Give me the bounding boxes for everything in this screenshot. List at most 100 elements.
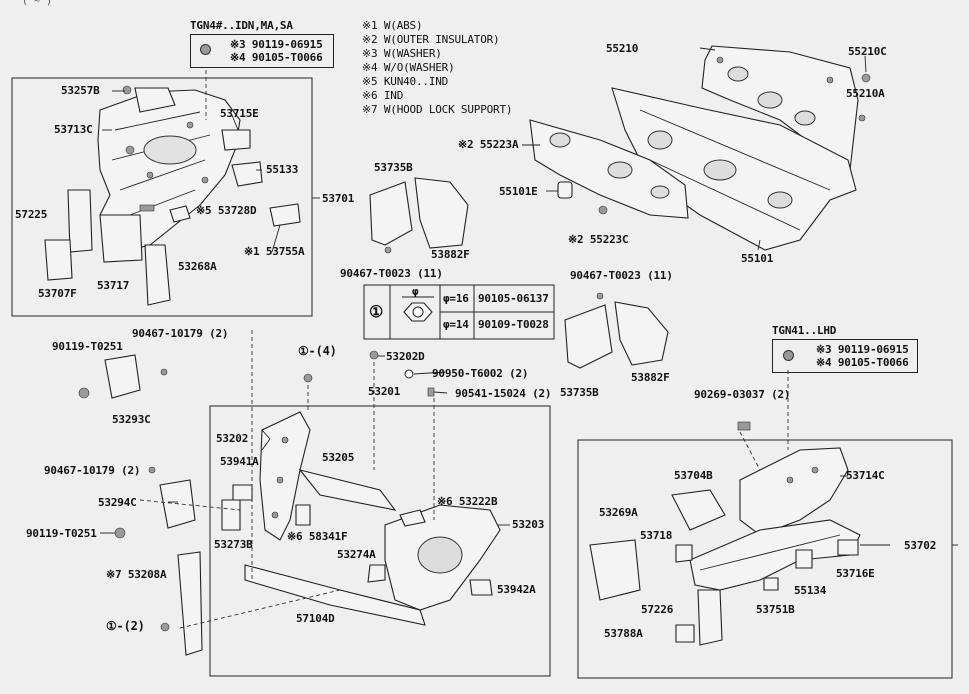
part-55223C [598,205,608,215]
part-53273B [221,499,241,531]
label-53208A: ※7 53208A [106,568,167,581]
label-1-2: ①-(2) [106,619,145,633]
label-53205: 53205 [322,451,355,464]
label-90269: 90269-03037 (2) [694,388,791,401]
dashed-lines [139,70,789,629]
label-53718: 53718 [640,529,673,542]
label-53714C: 53714C [846,469,885,482]
part-53293C [104,354,141,399]
bolt-box-lhd-line2: ※4 90105-T0066 [816,356,909,369]
label-53713C: 53713C [54,123,93,136]
part-53704B [671,489,726,531]
group-53701-frame [11,77,313,317]
label-53222B: ※6 53222B [437,495,498,508]
spec-table-phi: φ [412,285,419,298]
label-90467-T0023-a: 90467-T0023 (11) [340,267,443,280]
clip-90541 [427,387,435,397]
part-55134 [795,549,813,569]
group-53702-frame [577,439,953,679]
part-53941A [232,484,253,501]
label-53293C: 53293C [112,413,151,426]
part-53716E [837,539,859,556]
label-55101: 55101 [741,252,774,265]
part-53714C-apron [739,447,849,536]
label-55134: 55134 [794,584,827,597]
bolt-53202D [369,350,379,360]
washer-90950 [404,369,414,379]
part-53717 [99,214,143,263]
part-53702-lower [689,519,861,591]
part-55223A-insulator [529,119,689,219]
label-53755A: ※1 53755A [244,245,305,258]
label-90467-10179-b: 90467-10179 (2) [44,464,141,477]
part-53269A [589,539,641,601]
label-53941A: 53941A [220,455,259,468]
label-53273B: 53273B [214,538,253,551]
part-53942A [469,579,493,596]
label-53717: 53717 [97,279,130,292]
legend-6: ※6 IND [362,89,404,102]
part-53202-support-side [259,411,311,541]
part-55210C [861,73,871,83]
label-57226: 57226 [641,603,674,616]
part-55133 [231,161,263,187]
label-53202: 53202 [216,432,249,445]
part-53257B-clip [122,85,132,95]
legend-7: ※7 W(HOOD LOCK SUPPORT) [362,103,513,116]
label-53882F-mid: 53882F [631,371,670,384]
label-53201: 53201 [368,385,401,398]
label-55210A: 55210A [846,87,885,100]
part-53222B [399,509,426,527]
label-53882F-top: 53882F [431,248,470,261]
label-53257B: 53257B [61,84,100,97]
label-53735B-mid: 53735B [560,386,599,399]
part-53268A [144,244,171,306]
label-90119-T0251-b: 90119-T0251 [26,527,97,540]
part-53715E [221,129,251,151]
part-55101-dash-panel [611,87,857,251]
bolt-box-lhd-line1: ※3 90119-06915 [816,343,909,356]
legend-2: ※2 W(OUTER INSULATOR) [362,33,500,46]
part-53713C-apron [97,89,241,251]
legend-3: ※3 W(WASHER) [362,47,442,60]
label-53942A: 53942A [497,583,536,596]
top-cut-text: ( ~ ) [22,0,53,7]
part-53718 [675,544,693,563]
part-58341F [295,504,311,526]
label-53702: 53702 [904,539,937,552]
part-55210A [858,114,866,122]
label-53728D: ※5 53728D [196,204,257,217]
label-53704B: 53704B [674,469,713,482]
part-53882F-mid [614,301,669,366]
label-53269A: 53269A [599,506,638,519]
label-1-4: ①-(4) [298,344,337,358]
label-53707F: 53707F [38,287,77,300]
spec-row1-part: 90105-06137 [478,292,549,305]
label-53202D: 53202D [386,350,425,363]
label-57104D: 57104D [296,612,335,625]
spec-row2-size: φ=14 [443,318,469,331]
label-55133: 55133 [266,163,299,176]
label-53788A: 53788A [604,627,643,640]
label-53268A: 53268A [178,260,217,273]
label-53294C: 53294C [98,496,137,509]
label-53701: 53701 [322,192,355,205]
bolt-icon [783,350,794,361]
clip-90269 [737,421,751,431]
part-57225 [67,189,93,253]
label-90950: 90950-T6002 (2) [432,367,529,380]
label-55210: 55210 [606,42,639,55]
label-53716E: 53716E [836,567,875,580]
part-53735B-top [369,181,413,246]
legend-4: ※4 W/O(WASHER) [362,61,455,74]
part-53751B [763,577,779,591]
spec-table-marker: ① [369,302,384,321]
label-57225: 57225 [15,208,48,221]
label-55223A: ※2 55223A [458,138,519,151]
part-53788A [675,624,695,643]
part-55101E [557,181,573,199]
label-90467-10179-a: 90467-10179 (2) [132,327,229,340]
label-53751B: 53751B [756,603,795,616]
label-90467-T0023-b: 90467-T0023 (11) [570,269,673,282]
